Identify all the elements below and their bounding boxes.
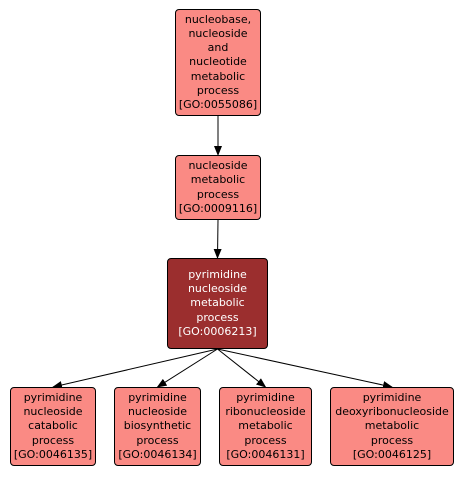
node-label-line: nucleotide [189,55,247,69]
node-label-line: nucleoside [127,405,188,419]
node-label-line: [GO:0046135] [13,447,93,461]
node-label-line: nucleoside [23,405,83,419]
node-label-line: nucleoside [188,26,248,40]
node-label-line: ribonucleoside [225,405,306,419]
node-label-line: and [207,41,229,55]
node-label-line: metabolic [190,173,246,187]
node-label-line: process [244,433,287,447]
node-label-line: pyrimidine [362,390,422,404]
node-label-line: process [370,433,414,447]
node-label-line: nucleoside [188,159,248,173]
node-label-line: [GO:0006213] [178,324,257,338]
edge-arrow [217,348,267,388]
node-label-line: [GO:0046125] [352,447,432,461]
node-label-line: pyrimidine [236,390,295,404]
node-label-line: [GO:0046134] [118,447,197,461]
edge-arrow [156,348,218,388]
node-label-line: pyrimidine [128,390,187,404]
node-label-line: process [196,310,239,324]
edge-arrow [213,219,222,259]
node-label-line: nucleobase, [184,12,252,26]
node-label-line: pyrimidine [23,390,83,404]
node-label-line: process [136,433,179,447]
node-label-line: catabolic [28,419,78,433]
node-label-line: metabolic [364,419,420,433]
node-label-line: [GO:0046131] [226,447,305,461]
node-label-line: pyrimidine [188,267,247,281]
node-label-line: [GO:0055086] [178,98,258,111]
node-label-line: metabolic [238,419,293,433]
node-label-line: process [196,187,240,201]
node-label-line: [GO:0009116] [178,201,258,215]
edge-arrow [217,348,393,389]
node-label-line: nucleoside [187,282,248,296]
node-label-line: process [196,83,240,97]
node-label-line: process [31,433,75,447]
node-label-line: metabolic [190,69,246,83]
node-label-line: biosynthetic [123,419,192,433]
node-label-line: deoxyribonucleoside [335,405,449,419]
node-label-line: metabolic [190,296,245,310]
edge-arrow [52,348,218,389]
